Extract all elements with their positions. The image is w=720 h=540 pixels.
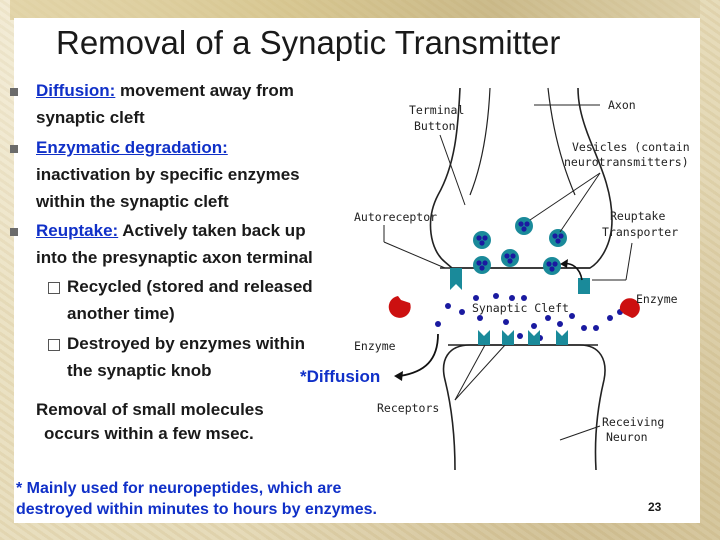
label-vesicles: Vesicles (contain — [572, 140, 690, 154]
axon-line — [548, 88, 575, 195]
enzyme-left — [389, 296, 411, 318]
reuptake-transporter — [578, 278, 590, 294]
reuptake-arrowhead — [560, 259, 568, 268]
axon-line — [470, 88, 490, 195]
postsynaptic-receptors — [478, 330, 568, 345]
label-reuptake-transporter: Reuptake — [610, 209, 665, 223]
vesicle — [543, 257, 561, 275]
vesicle — [473, 256, 491, 274]
diffusion-arrowhead — [394, 371, 403, 381]
label-receiving-neuron: Receiving — [602, 415, 664, 429]
receptor — [556, 330, 568, 345]
label-enzyme-right: Enzyme — [636, 292, 678, 306]
vesicle — [473, 231, 491, 249]
vesicle — [549, 229, 567, 247]
receptor — [502, 330, 514, 345]
vesicle — [501, 249, 519, 267]
label-synaptic-cleft: Synaptic Cleft — [472, 301, 569, 315]
label-terminal-button: Button — [414, 119, 456, 133]
label-receiving-neuron: Neuron — [606, 430, 648, 444]
receptor — [528, 330, 540, 345]
label-reuptake-transporter: Transporter — [602, 225, 678, 239]
label-terminal-button: Terminal — [409, 103, 464, 117]
autoreceptor — [450, 268, 462, 290]
label-enzyme-left: Enzyme — [354, 339, 396, 353]
label-axon: Axon — [608, 98, 636, 112]
postsynaptic-neuron-outline — [444, 345, 605, 470]
receptor — [478, 330, 490, 345]
diffusion-arrow — [400, 334, 438, 376]
label-receptors: Receptors — [377, 401, 439, 415]
label-diffusion: *Diffusion — [300, 367, 380, 386]
label-vesicles: neurotransmitters) — [564, 155, 689, 169]
vesicle-group — [473, 217, 567, 275]
label-autoreceptor: Autoreceptor — [354, 210, 437, 224]
